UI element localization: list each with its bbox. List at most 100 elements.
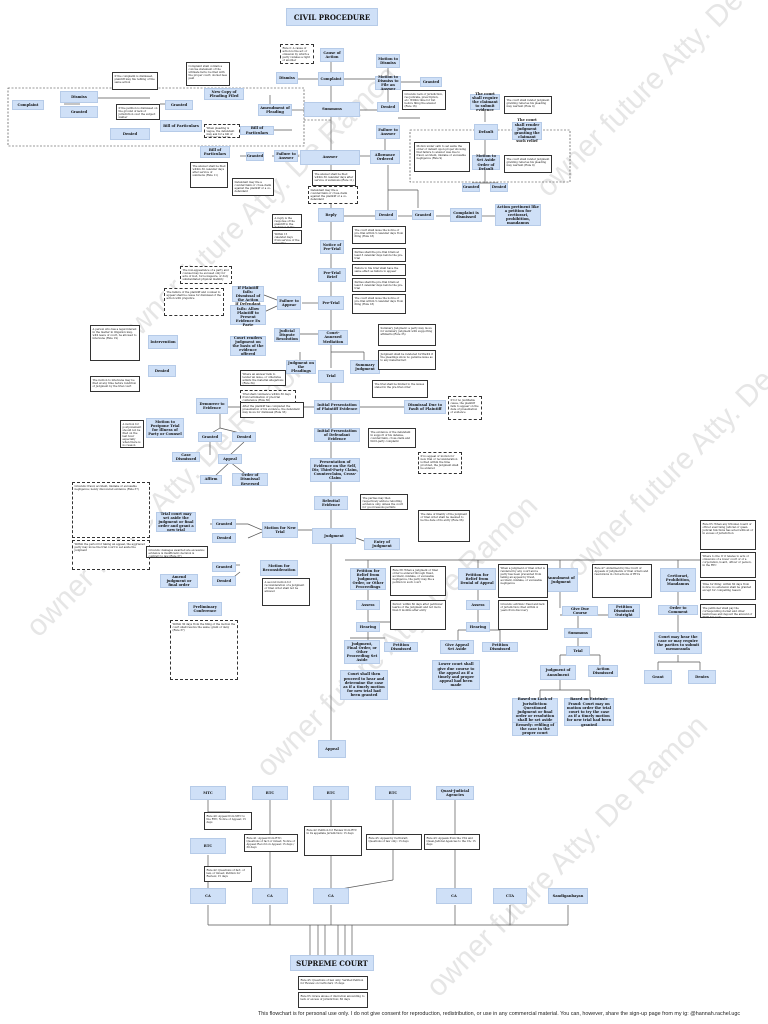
node-rtc-1: RTC xyxy=(252,786,288,800)
node-judgment-pleadings: Judgment on the Pleadings xyxy=(286,360,316,374)
note-answer-left: The answer shall be filed within 30 cale… xyxy=(190,162,228,188)
node-cause-of-action: Cause of Action xyxy=(320,48,344,62)
node-court-may-hear: Court may hear the case or may require t… xyxy=(654,632,702,654)
note-pretrial-d: Parties shall file pre-trial briefs at l… xyxy=(352,278,406,292)
node-granted-nt: Granted xyxy=(212,519,236,529)
node-based-extrinsic: Based on Extrinsic Fraud: Court may on m… xyxy=(564,697,614,727)
node-complaint: Complaint xyxy=(318,72,344,86)
node-appeal-main: Appeal xyxy=(318,740,346,758)
node-petition-dismissed-2: Petition Dismissed xyxy=(482,642,518,652)
note-mr-b: A second motion for reconsideration of a… xyxy=(262,578,310,606)
note-default-b: The court shall render judgment granting… xyxy=(504,96,552,114)
node-motion-new-trial: Motion for New Trial xyxy=(262,522,298,538)
node-court-evidence: The court shall require the claimant to … xyxy=(470,92,500,112)
node-grant: Grant xyxy=(644,670,672,684)
note-new-trial: Grounds: fraud, accident, mistake or exc… xyxy=(72,482,150,538)
note-answer-b: Defendant may file a counterclaim or cro… xyxy=(308,186,358,204)
note-rule-42: Rule 42: Petition for Review from RTC in… xyxy=(304,826,362,856)
note-intervention-b: The motion to intervene may be filed at … xyxy=(90,376,140,392)
note-reply: A reply is the response of the plaintiff… xyxy=(272,214,302,228)
node-granted-mr: Granted xyxy=(212,562,236,572)
note-new-trial-b: Within the period for taking an appeal, … xyxy=(72,540,150,570)
note-left-b: If the petition is dismissed on the grou… xyxy=(116,104,160,120)
node-trial: Trial xyxy=(318,370,344,383)
note-fail-b: The failure of the plaintiff and counsel… xyxy=(164,288,224,316)
node-initial-defendant: Initial Presentation of Defendant Eviden… xyxy=(314,428,360,442)
node-order-comment: Order to Comment xyxy=(658,605,698,615)
node-petition-relief-denial: Petition for Relief from Denial of Appea… xyxy=(458,568,496,590)
node-summons: Summons xyxy=(304,102,360,117)
note-rule-41: Rule 41: Appeal from RTC; Questions of f… xyxy=(244,834,298,852)
note-left-a: If the complaint is dismissed, plaintiff… xyxy=(112,72,158,90)
node-granted-top: Granted xyxy=(420,77,442,87)
node-lower-court: Lower court shall give due course to the… xyxy=(432,660,480,690)
node-new-copy: New Copy of Pleading Filed xyxy=(204,88,244,100)
node-quasi-judicial: Quasi-Judicial Agencies xyxy=(436,786,474,800)
note-memo: The petitioner shall pay the correspondi… xyxy=(700,604,756,618)
note-entry: If no appeal or motion for new trial or … xyxy=(418,452,462,474)
node-denied-default: Denied xyxy=(490,183,508,192)
node-judgment: Judgment xyxy=(312,528,356,544)
note-entry-b: The date of finality of the judgment or … xyxy=(418,510,470,542)
node-petition-dismissed: Petition Dismissed xyxy=(384,642,418,652)
node-dismiss: Dismiss xyxy=(276,72,298,84)
node-court-annexed: Court-Annexed Mediation xyxy=(318,330,348,345)
note-mtd: Grounds: lack of jurisdiction, res judic… xyxy=(402,90,446,110)
note-rebuttal: The parties may then respectively adduce… xyxy=(360,494,408,510)
note-intervention: A person who has a legal interest in the… xyxy=(90,325,140,361)
note-relief-denial: When a judgment or final order is render… xyxy=(498,564,548,598)
node-judgment-annul: Judgment of Annulment xyxy=(540,665,576,680)
node-annulment: Annulment of Judgment xyxy=(544,568,578,592)
node-dismissal-fault: Dismissal Due to Fault of Plaintiff xyxy=(404,400,446,414)
note-answer: The answer shall be filed within 30 cale… xyxy=(312,170,356,186)
node-granted-reply: Granted xyxy=(412,210,434,220)
supreme-court: SUPREME COURT xyxy=(290,955,374,971)
node-render: The court shall render judgment granting… xyxy=(512,118,542,143)
note-default: Motion under oath to set aside the order… xyxy=(414,142,470,172)
node-cta: CTA xyxy=(493,888,527,904)
node-denied-nt: Denied xyxy=(212,533,236,543)
note-complaint: Complaint shall contain a concise statem… xyxy=(186,62,230,86)
node-if-court: Bill of Particulars xyxy=(200,146,230,158)
note-default-c: The court shall render judgment granting… xyxy=(504,155,552,173)
note-rule-43: Rule 43: Appeals from the CTA and Quasi-… xyxy=(424,834,480,850)
node-dismissed-outright: Petition Dismissed Outright xyxy=(608,604,640,618)
node-denied-reply: Denied xyxy=(375,210,397,220)
note-sc: Rule 45: Questions of law only; Verified… xyxy=(298,976,368,990)
node-rtc-3: RTC xyxy=(375,786,411,800)
note-pretrial-e: The court shall issue the notice of pre-… xyxy=(352,294,406,314)
node-pretrial-brief: Pre-Trial Brief xyxy=(318,268,346,282)
node-amend-judgment: Amend judgment or final order xyxy=(160,574,198,588)
node-failure-appear: Failure to Appear xyxy=(277,296,301,310)
node-assess2: Assess xyxy=(466,600,490,610)
note-rule-42-b: Rule 42: Questions of fact, of law, or m… xyxy=(204,866,252,882)
node-affirm: Affirm xyxy=(200,475,222,484)
node-hearing2: Hearing xyxy=(466,622,490,632)
node-court-renders: Court renders judgment on the basis of t… xyxy=(230,336,266,356)
node-denied-dem: Denied xyxy=(232,432,256,442)
node-entry-judgment: Entry of Judgment xyxy=(364,538,400,550)
note-pretrial-b: Parties shall file pre-trial briefs at l… xyxy=(352,248,406,262)
note-trial-b: The trial shall be limited to the issues… xyxy=(372,380,428,398)
node-complaint-dismissed: Complaint is dismissed xyxy=(450,208,482,222)
note-rule-38-b: Period: within 60 days after petitioner … xyxy=(390,600,446,630)
node-pretrial: Pre-Trial xyxy=(318,296,344,310)
node-ca-1: CA xyxy=(190,888,226,904)
note-cause-of-action: Rule 2: A cause of action is the act or … xyxy=(280,44,314,64)
node-defendant-fails: If Defendant fails: Allow Plaintiff to P… xyxy=(230,302,266,327)
node-lift-default: Motion to Set Aside Order of Default xyxy=(472,154,500,171)
node-ca-2: CA xyxy=(252,888,288,904)
note-prelim: Within 30 days from the filing of the mo… xyxy=(170,620,238,680)
node-denied-top: Denied xyxy=(377,102,399,112)
node-amend-compliance: Bill of Particulars xyxy=(160,120,202,132)
node-rtc-lower: RTC xyxy=(190,838,226,854)
node-judicial-dispute: Judicial Dispute Resolution xyxy=(274,328,300,342)
node-refile-left: Complaint xyxy=(12,100,44,110)
note-fault: If for no justifiable cause, the plainti… xyxy=(448,396,482,420)
node-denied-int: Denied xyxy=(148,365,176,377)
node-intervention: Intervention xyxy=(148,335,178,349)
page-title: CIVIL PROCEDURE xyxy=(286,8,378,26)
node-allowance: Allowance Ordered xyxy=(370,150,400,164)
note-summary-judgment: Summary Judgment: a party may move for s… xyxy=(378,324,436,346)
node-complete: Granted xyxy=(165,100,193,110)
